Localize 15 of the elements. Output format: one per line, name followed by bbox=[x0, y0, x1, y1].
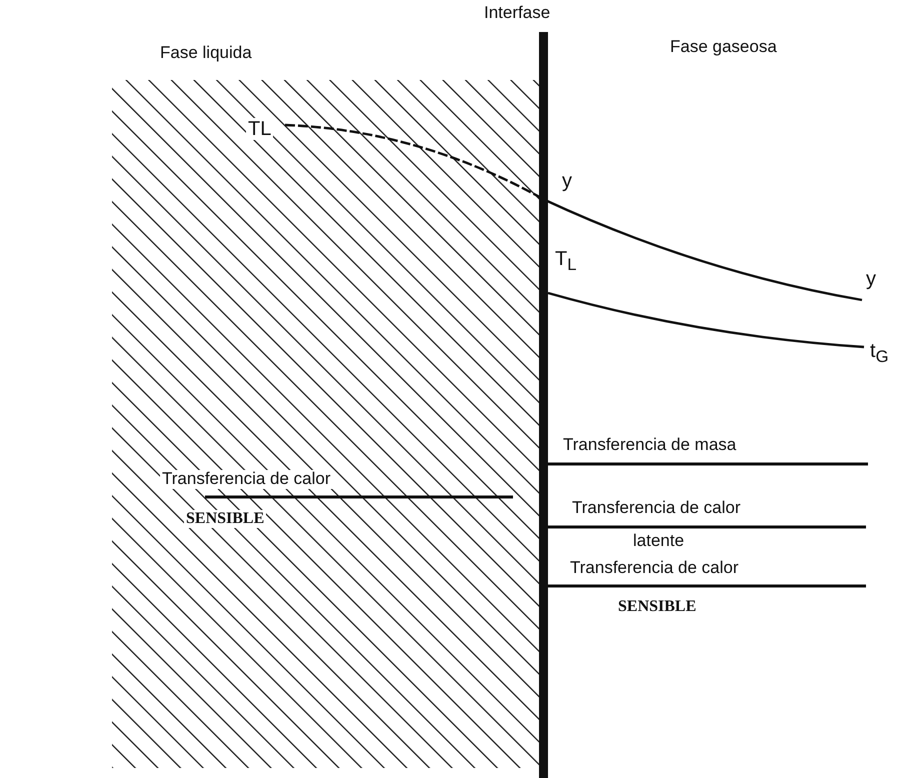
interface-label: Interfase bbox=[484, 4, 550, 23]
transfer-type-label: SENSIBLE bbox=[618, 598, 696, 616]
phase-label: Fase gaseosa bbox=[670, 38, 777, 57]
curve-label: y bbox=[866, 268, 876, 290]
transfer-type-label: SENSIBLE bbox=[184, 510, 266, 528]
phase-label: Fase liquida bbox=[160, 44, 252, 63]
curve-label: t$_{G}$ bbox=[870, 340, 889, 366]
transfer-type-label: latente bbox=[633, 532, 684, 551]
transfer-label: Transferencia de masa bbox=[563, 436, 736, 455]
transfer-label: Transferencia de calor bbox=[570, 559, 739, 578]
curve-label: y bbox=[562, 170, 572, 192]
curve-label: TL bbox=[246, 118, 274, 140]
curve-label: T$_{L}$ bbox=[555, 248, 576, 274]
transfer-label: Transferencia de calor bbox=[572, 499, 741, 518]
transfer-label: Transferencia de calor bbox=[160, 470, 333, 489]
